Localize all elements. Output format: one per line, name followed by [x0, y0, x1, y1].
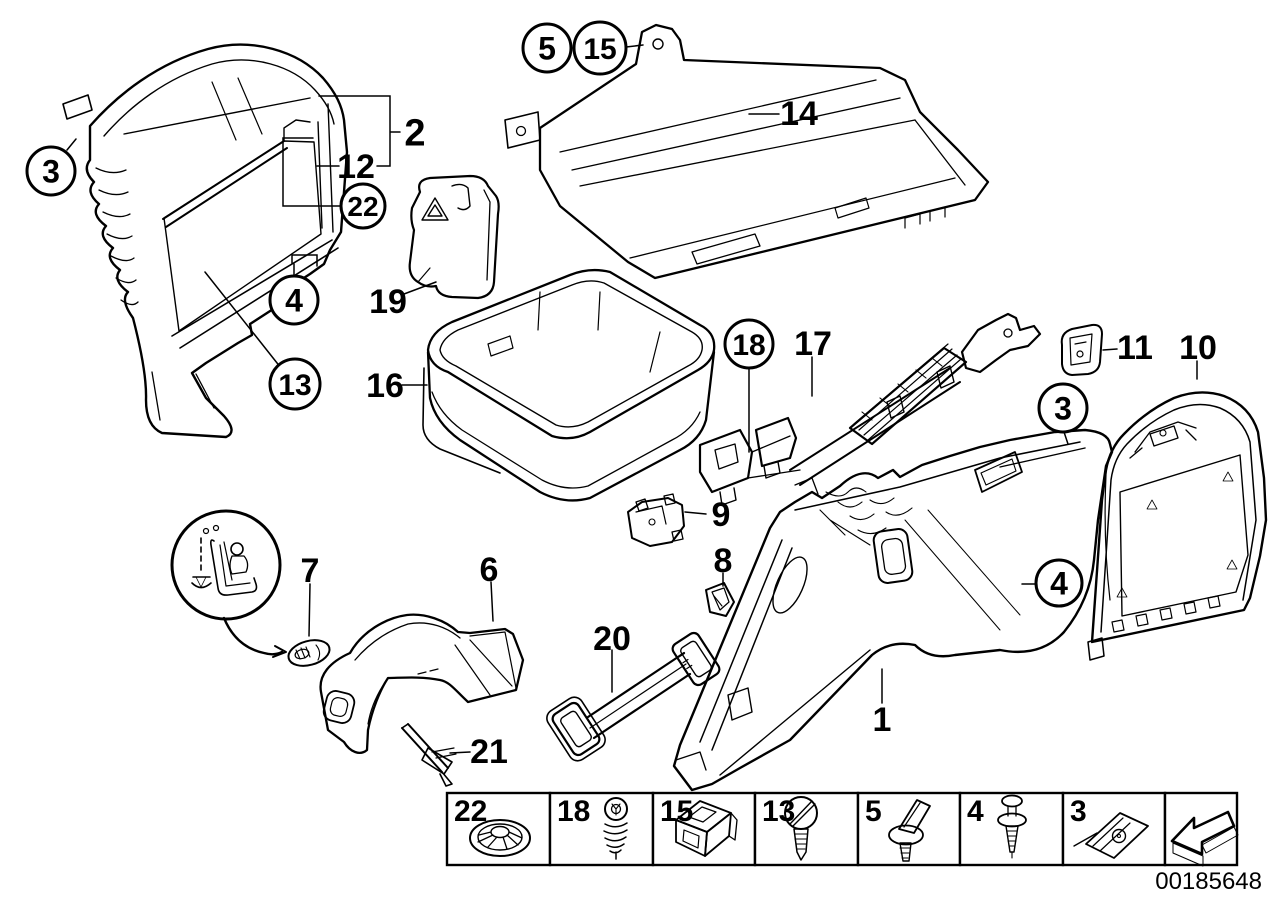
callout-7[interactable]: 7 [301, 552, 320, 590]
callout-17[interactable]: 17 [794, 325, 832, 363]
svg-text:18[interactable]: 18 [557, 795, 590, 828]
part-cover [319, 613, 525, 754]
part-cap [1060, 323, 1103, 376]
callout-20[interactable]: 20 [593, 620, 631, 658]
part-oval-cap [287, 639, 331, 667]
svg-text:22[interactable]: 22 [347, 191, 378, 222]
callout-6[interactable]: 6 [480, 551, 499, 589]
part-rear-side-panel [1087, 391, 1268, 661]
legend-cell-18[interactable]: 18 [548, 791, 655, 867]
callout-circled-22[interactable]: 22 [339, 182, 387, 230]
svg-text:4[interactable]: 4 [967, 795, 984, 828]
callout-circled-4-right[interactable]: 4 [1034, 558, 1084, 608]
screw-icon [603, 797, 628, 860]
part-strap [546, 631, 721, 762]
isofix-note-bubble [170, 509, 287, 658]
callout-circled-5[interactable]: 5 [521, 22, 573, 74]
callout-8[interactable]: 8 [714, 542, 733, 580]
callout-9[interactable]: 9 [712, 496, 731, 534]
svg-text:15[interactable]: 15 [583, 33, 616, 66]
callout-circled-3-left[interactable]: 3 [25, 145, 77, 197]
callout-circled-18[interactable]: 18 [723, 318, 775, 370]
legend-strip: 22 18 15 [445, 791, 1239, 867]
callout-19[interactable]: 19 [369, 283, 407, 321]
legend-cell-3[interactable]: 3 [1061, 791, 1167, 867]
part-storage-tray [422, 268, 716, 502]
callout-11[interactable]: 11 [1117, 329, 1153, 367]
callout-16[interactable]: 16 [366, 367, 404, 405]
svg-text:4[interactable]: 4 [285, 283, 303, 319]
svg-text:3[interactable]: 3 [42, 154, 60, 190]
spring-clip-icon [1073, 812, 1149, 859]
leader-lines [66, 44, 1198, 754]
svg-text:5[interactable]: 5 [865, 795, 882, 828]
callout-2[interactable]: 2 [404, 113, 425, 155]
part-bracket-plate [627, 493, 685, 547]
wing-rivet-icon [888, 799, 931, 862]
push-nut-icon [469, 819, 531, 857]
push-rivet-icon [997, 794, 1027, 859]
svg-text:5[interactable]: 5 [538, 31, 556, 67]
part-warning-flap [408, 174, 500, 300]
callout-circled-13[interactable]: 13 [268, 357, 322, 411]
part-bracket-grille [698, 312, 1042, 506]
svg-text:4[interactable]: 4 [1050, 566, 1068, 602]
slotted-rivet-icon [784, 796, 818, 861]
part-wedge-clip [705, 582, 735, 617]
callouts: 3 4 13 22 5 15 18 3 [25, 20, 1217, 771]
callout-1[interactable]: 1 [873, 701, 892, 739]
legend-cell-15[interactable]: 15 [651, 791, 757, 867]
part-bracket-strip [401, 723, 457, 787]
svg-text:3[interactable]: 3 [1070, 795, 1087, 828]
svg-text:3[interactable]: 3 [1054, 391, 1072, 427]
callout-10[interactable]: 10 [1179, 329, 1217, 367]
svg-text:22[interactable]: 22 [454, 795, 487, 828]
cage-clip-icon [675, 800, 738, 857]
legend-cell-5[interactable]: 5 [856, 791, 962, 867]
svg-text:13[interactable]: 13 [278, 369, 311, 402]
part-trunk-floor-panel [504, 23, 990, 280]
legend-cell-arrow[interactable] [1163, 791, 1239, 867]
svg-text:18[interactable]: 18 [732, 329, 765, 362]
part-seat-backrest-trim [62, 43, 349, 439]
callout-circled-4-left[interactable]: 4 [268, 274, 320, 326]
legend-cell-22[interactable]: 22 [445, 791, 552, 867]
legend-cell-13[interactable]: 13 [753, 791, 860, 867]
diagram-id-number: 00185648 [1155, 868, 1262, 895]
callout-circled-15[interactable]: 15 [572, 20, 628, 76]
direction-arrow-icon [1170, 810, 1239, 867]
legend-cell-4[interactable]: 4 [958, 791, 1065, 867]
callout-21[interactable]: 21 [470, 733, 508, 771]
callout-12[interactable]: 12 [337, 148, 375, 186]
child-seat-icon [191, 524, 258, 596]
part-lateral-trim-panel [672, 428, 1114, 792]
callout-14[interactable]: 14 [780, 95, 818, 133]
callout-circled-3-right[interactable]: 3 [1037, 382, 1089, 434]
